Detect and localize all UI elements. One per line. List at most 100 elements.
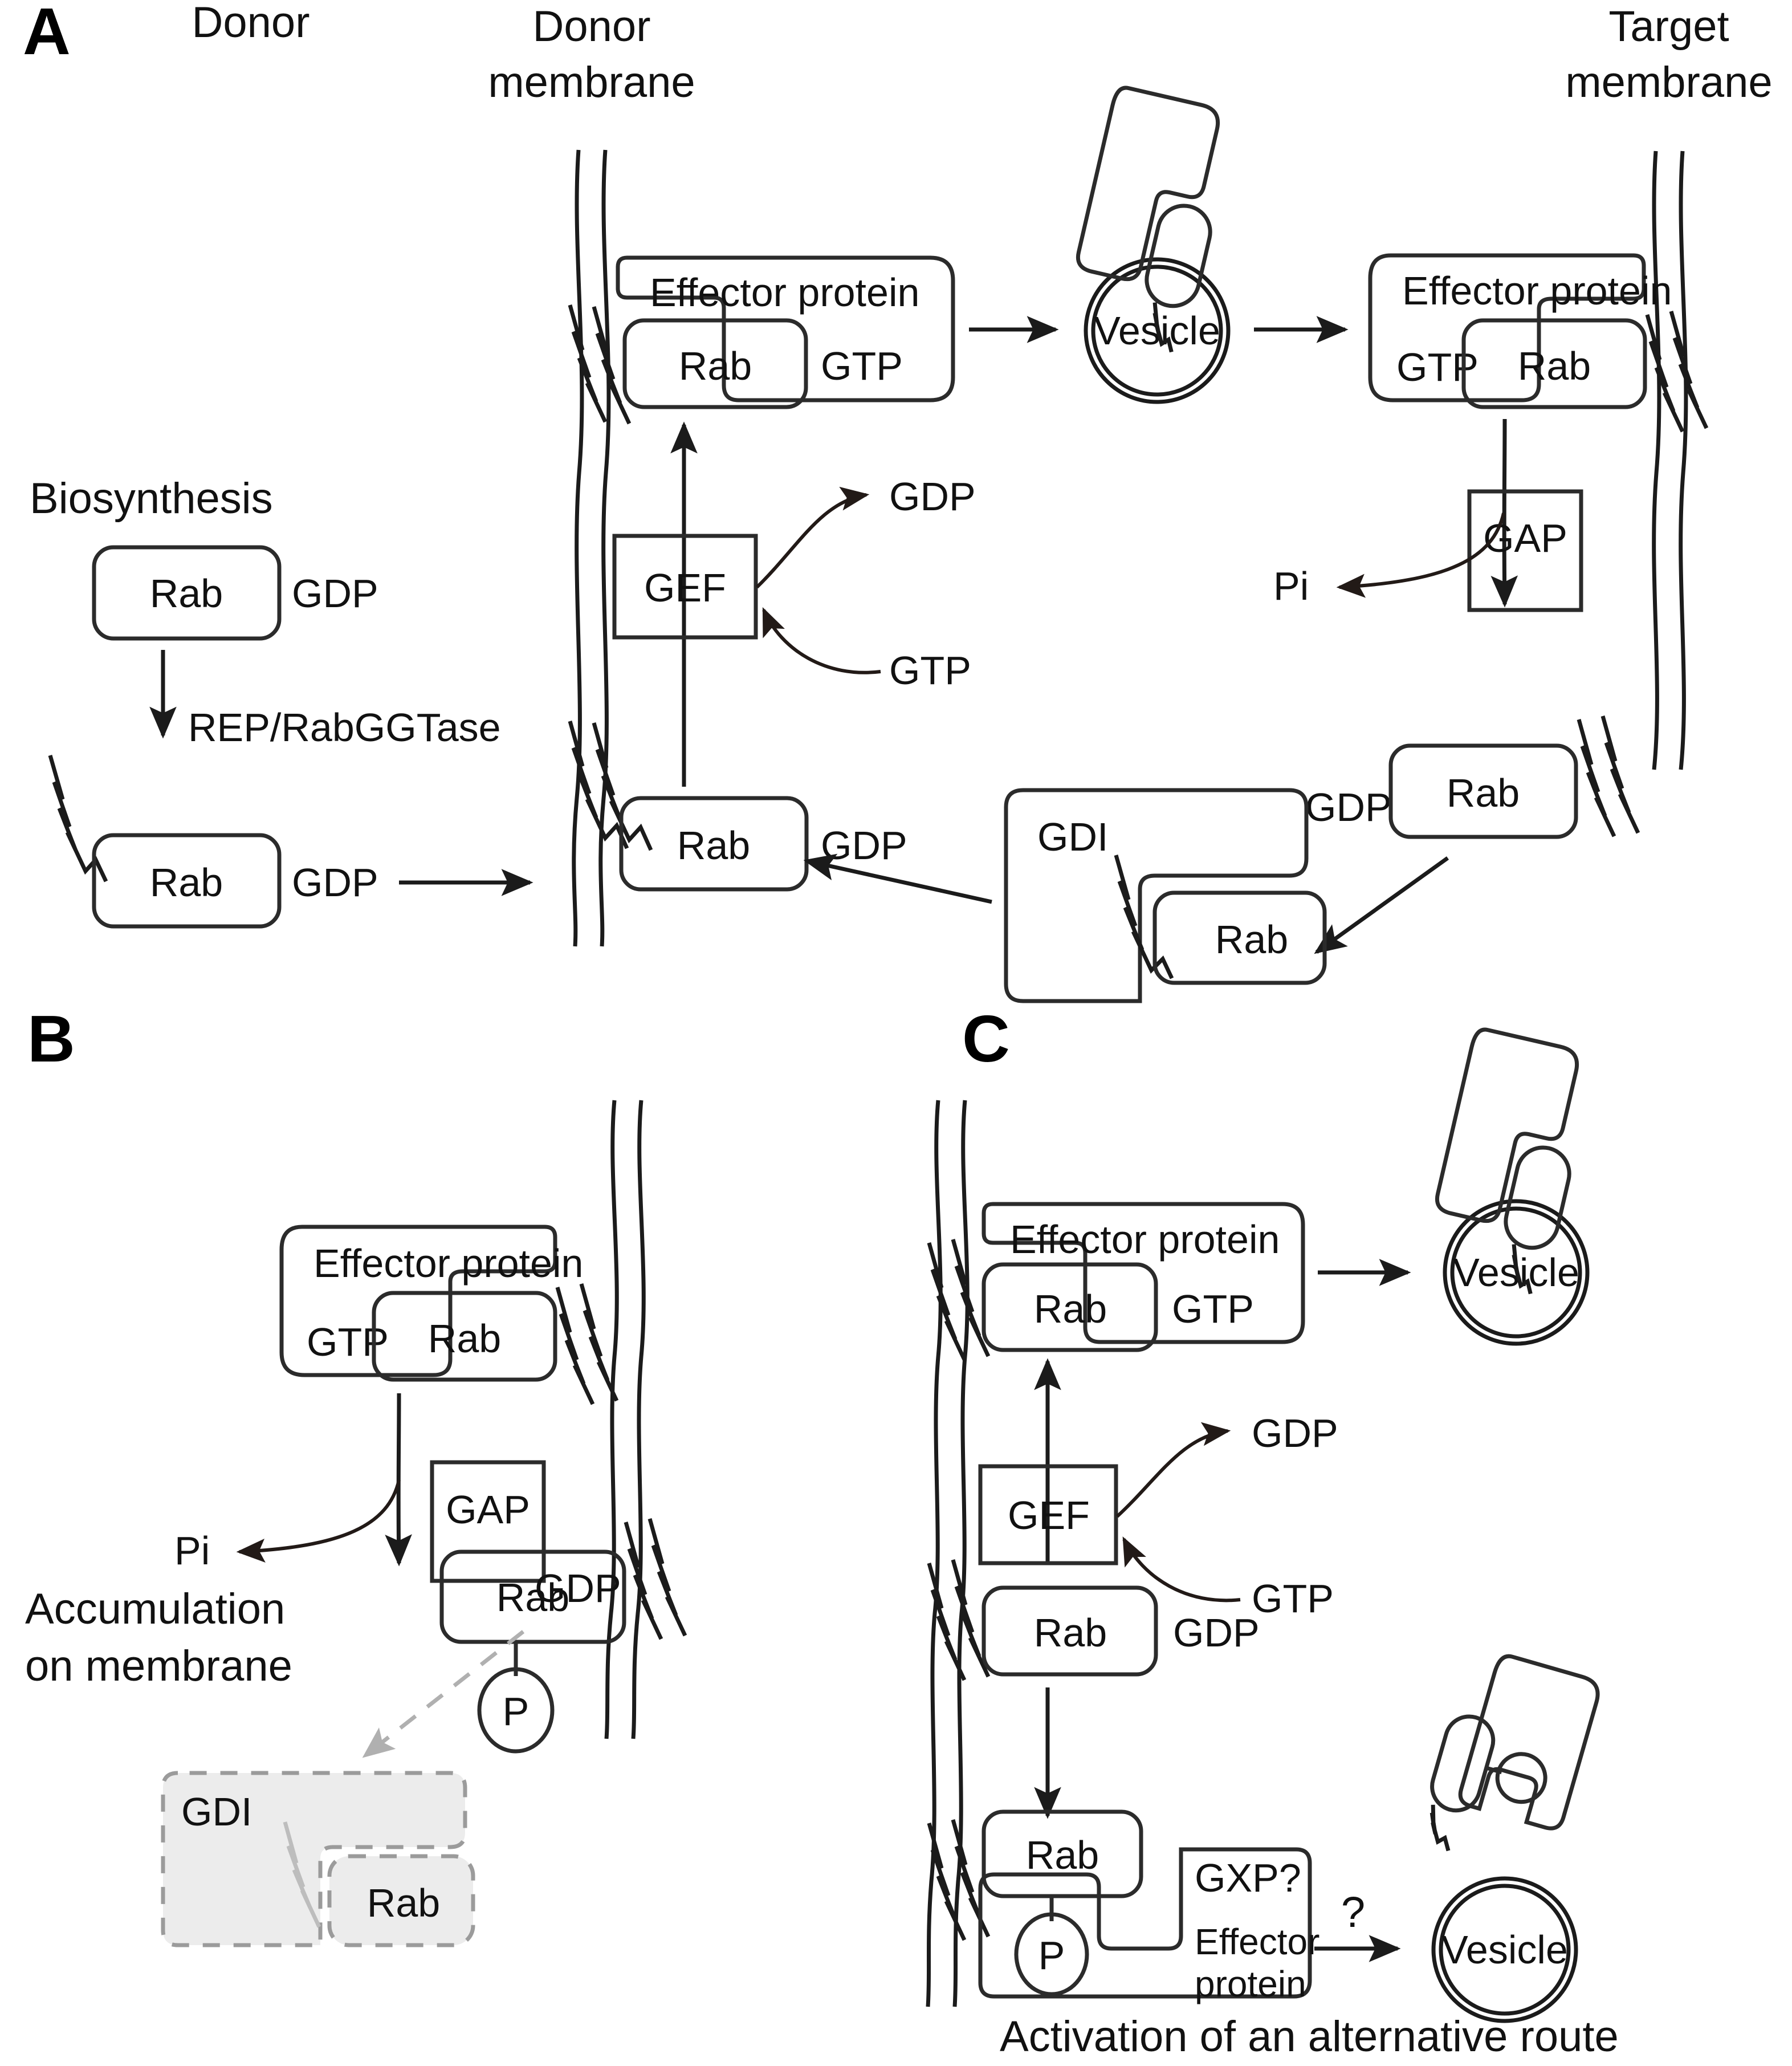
panel-c-gtp-label: GTP bbox=[1252, 1576, 1334, 1621]
rab-label: Rab bbox=[1034, 1287, 1107, 1331]
gxp-label: GXP? bbox=[1195, 1856, 1301, 1900]
panel-c-alt-complex: GXP? Effector protein Rab P bbox=[927, 1809, 1319, 2004]
gtp-label: GTP bbox=[1396, 345, 1479, 389]
ghost-rab-label: Rab bbox=[367, 1881, 440, 1925]
panel-b-gap-arrow bbox=[385, 1393, 412, 1567]
ghost-rab-outline bbox=[327, 1854, 475, 1947]
effector-protein-shape bbox=[1368, 253, 1646, 402]
vesicle-gxp-effector-shape bbox=[1458, 1654, 1600, 1831]
rab-label: Rab bbox=[150, 571, 223, 616]
gdp-label: GDP bbox=[292, 571, 378, 616]
rab-label: Rab bbox=[1026, 1833, 1099, 1877]
vesicle-rab-shape bbox=[1504, 1145, 1571, 1250]
panel-letter-c: C bbox=[962, 1002, 1010, 1076]
gef-label: GEF bbox=[644, 566, 726, 610]
gef-gdp-release-arrow bbox=[755, 486, 870, 589]
target-effector-complex: Effector protein GTP Rab bbox=[1368, 253, 1709, 433]
biosynthesis-rab-gdp-prenylated: Rab GDP bbox=[48, 755, 378, 929]
target-to-gdi-arrow bbox=[1314, 856, 1449, 954]
rab-label: Rab bbox=[1447, 771, 1520, 815]
rab-label: Rab bbox=[1215, 917, 1288, 962]
donor-rab-gdp: Rab GDP bbox=[568, 721, 907, 892]
accumulation-label-line1: Accumulation bbox=[25, 1585, 285, 1633]
vesicle-effector-shape bbox=[1435, 1027, 1579, 1223]
pi-label: Pi bbox=[174, 1528, 210, 1573]
vesicle-rab-shape bbox=[1145, 204, 1212, 308]
gef-label: GEF bbox=[1008, 1493, 1090, 1538]
pi-label: Pi bbox=[1273, 564, 1309, 608]
ghost-gdi-outline bbox=[161, 1771, 467, 1947]
phosphate-circle bbox=[477, 1667, 555, 1754]
phosphate-circle bbox=[1014, 1912, 1089, 1996]
rab-box bbox=[622, 318, 808, 409]
gef-gdp-label: GDP bbox=[889, 474, 976, 519]
gap-hydrolysis-arrow bbox=[1490, 418, 1518, 608]
effector-protein-shape bbox=[616, 255, 955, 402]
panel-c-gdp-release-arrow bbox=[1115, 1422, 1231, 1518]
phosphate-label: P bbox=[503, 1689, 530, 1734]
effector-protein-shape bbox=[981, 1202, 1305, 1344]
alt-rab-box bbox=[981, 1809, 1143, 1898]
target-membrane-label-2: membrane bbox=[1565, 58, 1772, 107]
rab-box bbox=[372, 1291, 557, 1382]
gef-gtp-label: GTP bbox=[889, 648, 971, 693]
target-membrane-label-1: Target bbox=[1608, 2, 1729, 51]
panel-b-effector-complex: Effector protein GTP Rab bbox=[279, 1225, 619, 1405]
panel-b-gap-box: GAP bbox=[430, 1460, 546, 1583]
panel-letter-a: A bbox=[23, 0, 71, 68]
rep-rabggtase-label: REP/RabGGTase bbox=[188, 705, 501, 750]
gxp-effector-shape bbox=[978, 1847, 1312, 1999]
panel-c-vesicle-top: Vesicle bbox=[1435, 1027, 1590, 1346]
gef-box: GEF bbox=[612, 534, 758, 640]
panel-b-rab-gdp-phospho: GDP Rab P bbox=[439, 1518, 687, 1754]
gdp-label: GDP bbox=[821, 823, 907, 868]
phosphate-label: P bbox=[1038, 1933, 1065, 1978]
panel-letter-b: B bbox=[27, 1002, 75, 1076]
effector-protein-label: Effector protein bbox=[1010, 1217, 1280, 1262]
vesicle-rab-shape bbox=[1430, 1714, 1496, 1813]
vesicle-label: Vesicle bbox=[1441, 1927, 1568, 1972]
gdi-label: GDI bbox=[1037, 815, 1108, 859]
donor-effector-complex: Effector protein Rab GTP bbox=[568, 255, 955, 425]
gdp-label: GDP bbox=[535, 1566, 621, 1610]
panel-c-rab-gdp: Rab GDP bbox=[927, 1559, 1260, 1681]
gdp-label: GDP bbox=[1305, 785, 1392, 829]
rab-label: Rab bbox=[428, 1316, 501, 1361]
biosynthesis-rab-gdp-top: Rab GDP bbox=[92, 545, 378, 641]
effector-protein-label: Effector protein bbox=[650, 270, 919, 315]
panel-c-vesicle-bottom: Vesicle bbox=[1429, 1654, 1600, 2023]
effector-protein-shape bbox=[279, 1225, 557, 1377]
gtp-label: GTP bbox=[821, 344, 903, 388]
gdi-rab-complex: GDI Rab bbox=[1004, 788, 1327, 1003]
ghost-gdi-label: GDI bbox=[181, 1790, 252, 1834]
ghost-rab-fill bbox=[329, 1856, 473, 1945]
donor-membrane bbox=[572, 149, 611, 947]
gdp-label: GDP bbox=[1173, 1610, 1260, 1655]
rab-label: Rab bbox=[1518, 344, 1591, 388]
vesicle-phosphate-circle bbox=[1495, 1752, 1547, 1804]
rab-box bbox=[1461, 318, 1647, 409]
gdi-to-donor-arrow bbox=[803, 853, 992, 904]
gtp-label: GTP bbox=[1172, 1287, 1254, 1331]
rab-label: Rab bbox=[677, 823, 750, 868]
panel-c-caption: Activation of an alternative route bbox=[1000, 2012, 1619, 2061]
vesicle-a: Vesicle bbox=[1076, 86, 1231, 404]
ghost-gdi-rab-complex: GDI Rab bbox=[161, 1771, 475, 1947]
gap-box-a: GAP bbox=[1467, 489, 1583, 612]
gdi-shape bbox=[1004, 788, 1309, 1003]
rab-label: Rab bbox=[679, 344, 752, 388]
gef-gtp-binding-arrow bbox=[762, 607, 881, 674]
rab-box bbox=[981, 1262, 1158, 1352]
accumulation-label-line2: on membrane bbox=[25, 1642, 292, 1690]
rab-label: Rab bbox=[150, 860, 223, 905]
target-rab-gdp: GDP Rab bbox=[1305, 715, 1640, 839]
donor-membrane-label-line1: Donor bbox=[192, 0, 310, 47]
panel-c-gtp-binding-arrow bbox=[1122, 1536, 1241, 1603]
panel-c-gef-box: GEF bbox=[978, 1464, 1118, 1565]
ghost-gdi-fill bbox=[163, 1773, 465, 1945]
question-mark-label: ? bbox=[1341, 1888, 1365, 1937]
donor-membrane-label-2: membrane bbox=[488, 58, 695, 107]
panel-c-gdp-label: GDP bbox=[1252, 1411, 1338, 1455]
panel-c-effector-complex: Effector protein Rab GTP bbox=[927, 1202, 1305, 1361]
